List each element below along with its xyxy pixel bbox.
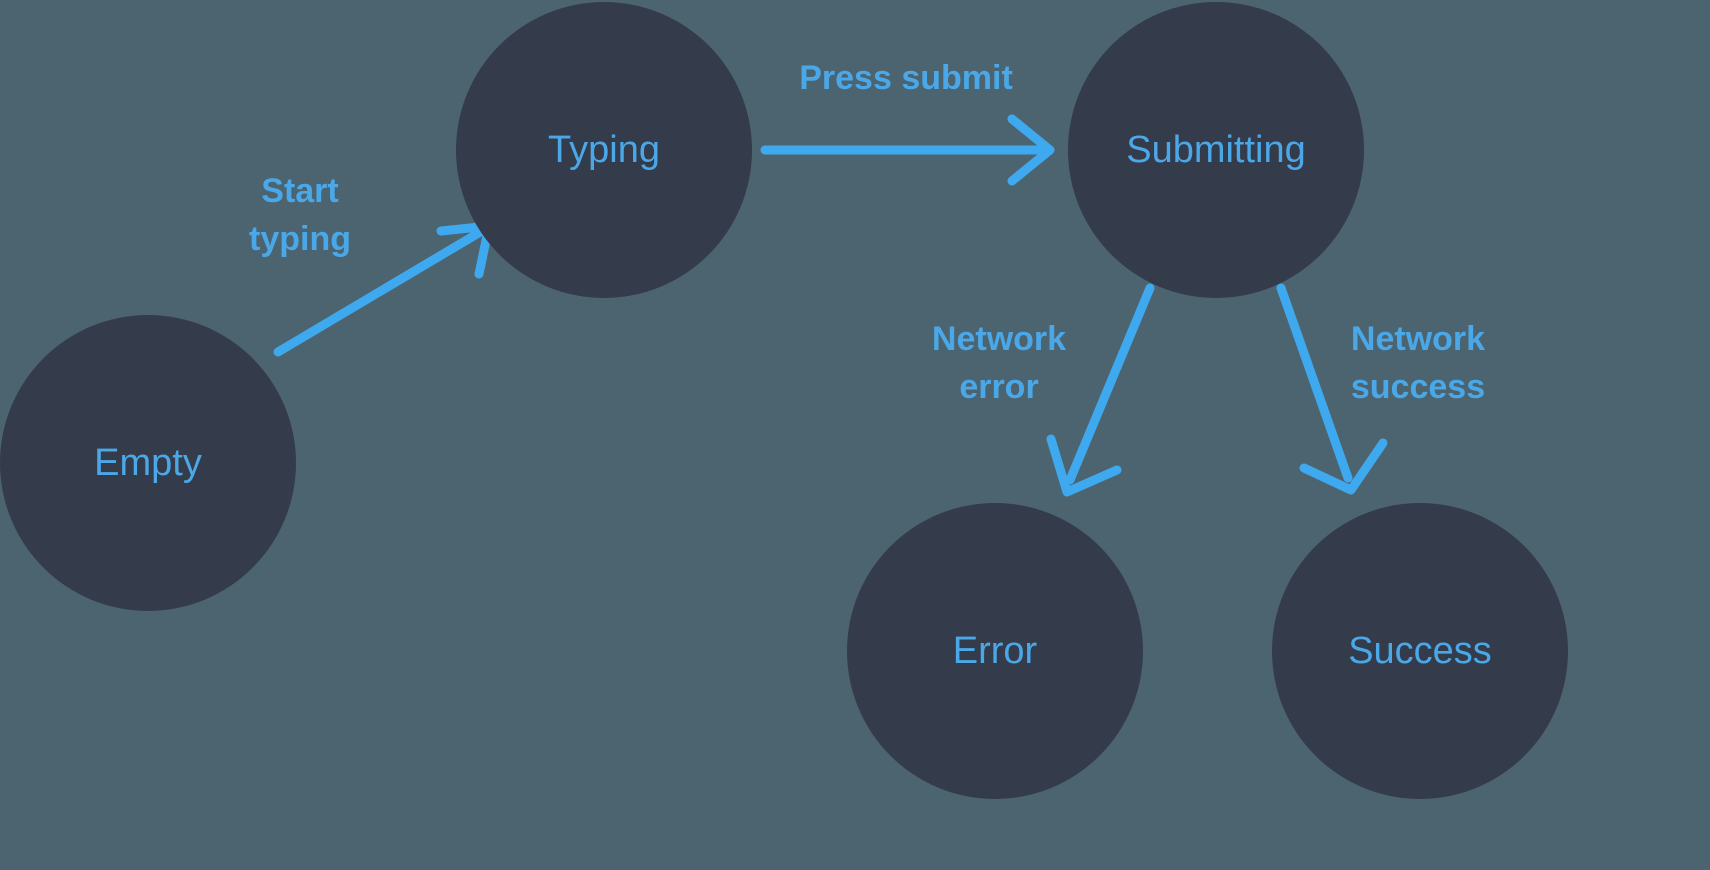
edge-label-network-success-line1: Network [1351, 320, 1485, 358]
state-node-submitting[interactable]: Submitting [1068, 2, 1364, 298]
state-circle-submitting [1068, 2, 1364, 298]
state-label-empty: Empty [94, 442, 202, 484]
state-label-success: Success [1348, 630, 1492, 672]
transition-network-success[interactable] [1276, 283, 1388, 495]
state-node-success[interactable]: Success [1272, 503, 1568, 799]
edge-label-start-typing-line2: typing [249, 220, 351, 258]
edge-label-press-submit: Press submit [799, 59, 1013, 97]
transition-network-error[interactable] [1046, 283, 1155, 497]
state-label-typing: Typing [548, 129, 660, 171]
transition-press-submit[interactable] [760, 114, 1055, 186]
edge-label-network-error-line2: error [959, 368, 1038, 406]
state-label-submitting: Submitting [1126, 129, 1306, 171]
arrowhead-network-success [1299, 438, 1388, 495]
edge-line-network-error [1065, 283, 1155, 485]
state-node-empty[interactable]: Empty [0, 315, 296, 611]
state-node-error[interactable]: Error [847, 503, 1143, 799]
state-circle-error [847, 503, 1143, 799]
arrowhead-press-submit [1007, 114, 1055, 186]
arrowhead-network-error [1046, 434, 1122, 497]
state-circle-success [1272, 503, 1568, 799]
state-circle-empty [0, 315, 296, 611]
state-label-error: Error [953, 630, 1038, 672]
state-node-typing[interactable]: Typing [456, 2, 752, 298]
edge-label-network-error-line1: Network [932, 320, 1066, 358]
edge-line-start-typing [273, 223, 492, 357]
edge-line-network-success [1276, 283, 1353, 483]
edge-label-start-typing-line1: Start [261, 172, 338, 210]
state-circle-typing [456, 2, 752, 298]
edge-label-network-success-line2: success [1351, 368, 1485, 406]
